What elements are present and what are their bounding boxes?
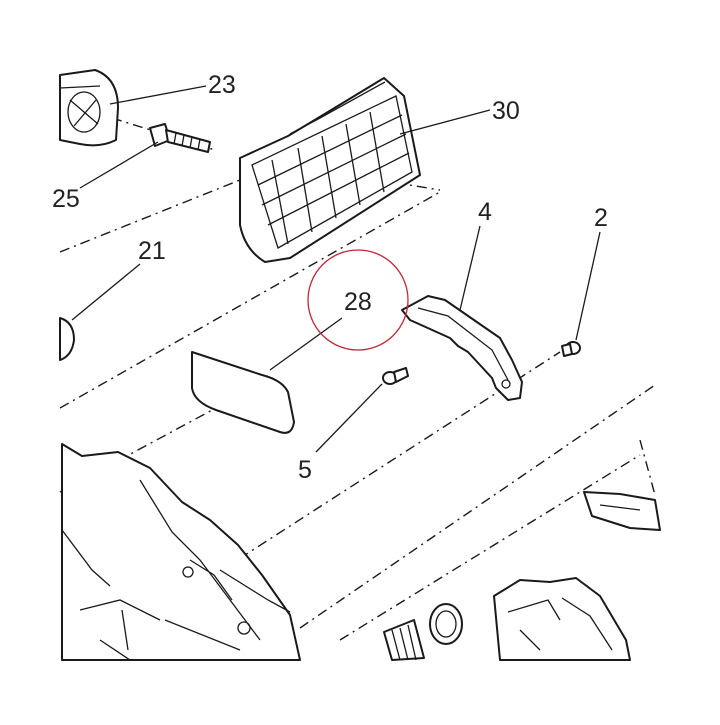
lower-housing <box>61 443 301 661</box>
callout-23: 23 <box>208 71 236 99</box>
part-28-gasket <box>191 351 295 434</box>
callout-25: 25 <box>52 185 80 213</box>
axis-line <box>59 191 441 409</box>
leader-2 <box>575 231 601 341</box>
leader-21 <box>71 263 141 321</box>
part-25-stud-bolt <box>149 123 211 153</box>
axis-line <box>339 454 641 641</box>
leader-23 <box>109 85 207 105</box>
part-30-grille <box>239 77 421 263</box>
axis-line <box>299 384 656 629</box>
callout-2: 2 <box>594 204 608 232</box>
axis-line <box>59 394 241 493</box>
part-5-screw <box>382 367 409 385</box>
leader-4 <box>459 225 481 311</box>
callout-4: 4 <box>478 198 492 226</box>
lever-part <box>493 577 631 661</box>
leader-30 <box>399 109 491 135</box>
callout-21: 21 <box>138 237 166 265</box>
callout-30: 30 <box>492 97 520 125</box>
leader-25 <box>79 141 159 189</box>
part-2-screw <box>561 341 581 357</box>
axis-line <box>329 171 441 191</box>
part-21-fitting <box>59 317 75 361</box>
leader-28 <box>269 317 343 371</box>
callout-labels: 23 30 25 4 2 21 28 5 <box>52 71 608 484</box>
highlight-circle <box>307 249 409 351</box>
right-edge-part <box>583 491 661 531</box>
callout-5: 5 <box>298 456 312 484</box>
part-23-grommet <box>59 69 119 147</box>
part-4-bracket <box>401 295 523 401</box>
bearing-assembly <box>383 603 463 661</box>
leader-lines <box>71 85 601 453</box>
axis-line <box>639 439 656 496</box>
callout-28: 28 <box>344 288 372 316</box>
leader-5 <box>315 383 383 453</box>
